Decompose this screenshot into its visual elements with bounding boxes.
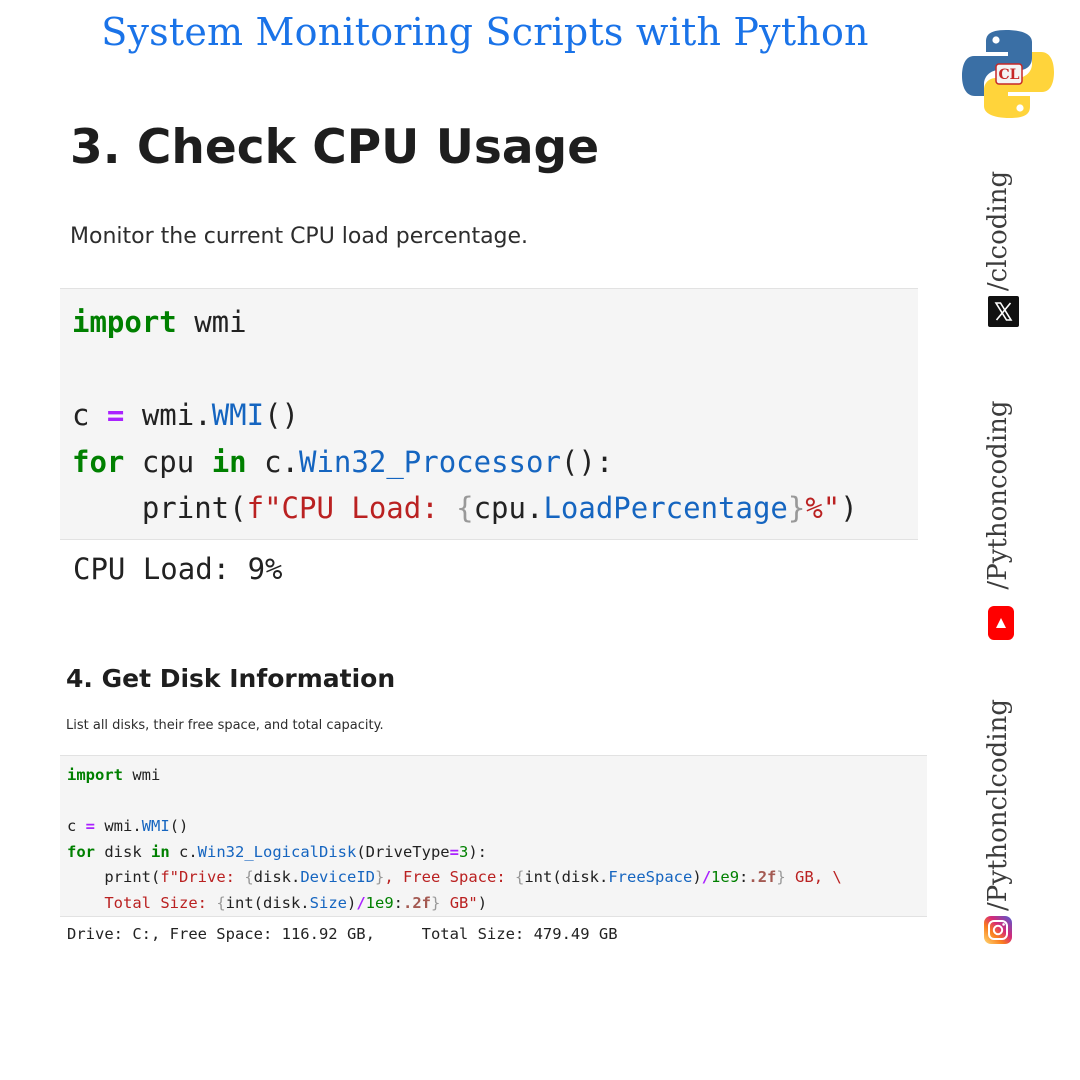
section-heading-disk: 4. Get Disk Information (66, 664, 396, 693)
code-line: for cpu in c.Win32_Processor(): (72, 444, 614, 479)
section-description-disk: List all disks, their free space, and to… (66, 718, 384, 733)
instagram-icon[interactable] (984, 916, 1012, 944)
code-line (67, 789, 927, 815)
code-block-disk: import wmi c = wmi.WMI() for disk in c.Wi… (60, 755, 927, 917)
code-line: print(f"Drive: {disk.DeviceID}, Free Spa… (67, 868, 842, 887)
social-handle-instagram[interactable]: /Pythonclcoding (983, 699, 1013, 911)
code-line: import wmi (72, 305, 247, 339)
code-line: import wmi (67, 766, 161, 784)
section-heading-cpu: 3. Check CPU Usage (70, 120, 600, 175)
code-line: print(f"CPU Load: {cpu.LoadPercentage}%"… (72, 491, 858, 525)
section-description-cpu: Monitor the current CPU load percentage. (70, 224, 529, 249)
youtube-icon[interactable] (988, 606, 1014, 640)
social-handle-youtube[interactable]: /Pythoncoding (983, 400, 1013, 590)
page-title: System Monitoring Scripts with Python (101, 10, 869, 54)
code-block-cpu: import wmi c = wmi.WMI() for cpu in c.Win… (60, 288, 918, 540)
code-line: c = wmi.WMI() (72, 398, 300, 432)
python-logo-icon: CL (962, 30, 1054, 118)
code-line: for disk in c.Win32_LogicalDisk(DriveTyp… (67, 842, 487, 861)
code-output-cpu: CPU Load: 9% (73, 552, 283, 586)
code-line (72, 346, 918, 393)
x-twitter-icon[interactable] (988, 296, 1019, 327)
logo-badge-text: CL (999, 67, 1020, 83)
code-output-disk: Drive: C:, Free Space: 116.92 GB, Total … (67, 925, 618, 943)
code-line: Total Size: {int(disk.Size)/1e9:.2f} GB"… (67, 893, 488, 912)
code-line: c = wmi.WMI() (67, 817, 189, 836)
